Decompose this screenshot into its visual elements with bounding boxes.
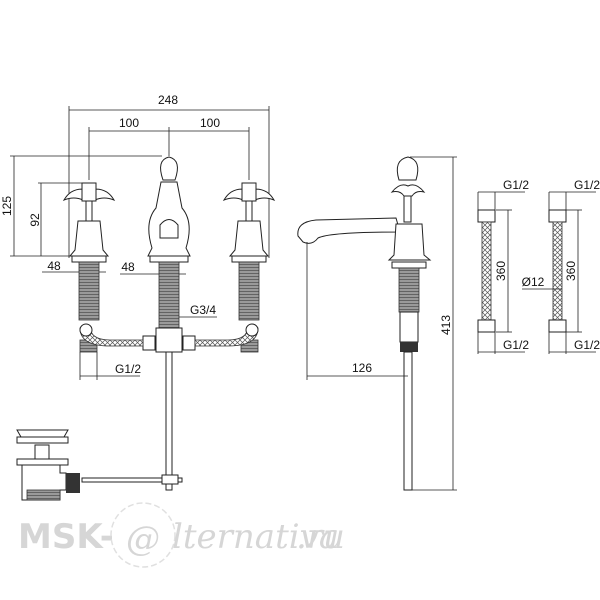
- dimension-92: 92: [28, 182, 82, 256]
- hose-diameter-label: Ø12: [522, 275, 545, 289]
- dim-label-413: 413: [439, 315, 453, 335]
- dimension-413: 413: [410, 156, 457, 491]
- watermark-name: lternativa: [172, 517, 339, 557]
- right-cross-handle-tap: [222, 182, 276, 353]
- hose-right-top-thread-label: G1/2: [574, 178, 600, 192]
- pop-up-rod: [81, 351, 183, 491]
- center-spout-body: [142, 156, 196, 353]
- dimension-125: 125: [0, 155, 162, 257]
- dim-label-48-left: 48: [47, 259, 61, 273]
- dim-label-48-center: 48: [121, 260, 135, 274]
- dim-label-92: 92: [28, 213, 42, 227]
- hose-left-length-label: 360: [494, 261, 508, 281]
- dim-label-g1-2: G1/2: [115, 362, 141, 376]
- front-view: 248 100 100 125 92 48 48 G3/4 G1: [0, 93, 276, 501]
- watermark-prefix: MSK-: [18, 517, 114, 557]
- hose-left-bottom-thread-label: G1/2: [503, 338, 529, 352]
- connection-hoses: [79, 323, 259, 347]
- dim-label-126: 126: [352, 361, 372, 375]
- dim-label-100-right: 100: [200, 116, 220, 130]
- watermark-logo: MSK- @ lternativa .ru: [18, 502, 345, 568]
- hose-right-length-label: 360: [564, 261, 578, 281]
- dim-label-248: 248: [158, 93, 178, 107]
- side-view: 413 126: [297, 156, 457, 491]
- dim-label-g3-4: G3/4: [190, 303, 216, 317]
- hose-right-bottom-thread-label: G1/2: [574, 338, 600, 352]
- watermark-tld: .ru: [296, 517, 345, 557]
- dim-label-125: 125: [0, 196, 14, 216]
- flexible-hose-right: G1/2 360 Ø12 G1/2: [522, 178, 600, 354]
- watermark-at: @: [126, 519, 160, 559]
- dimension-126: 126: [306, 242, 408, 380]
- pop-up-waste: [16, 429, 80, 501]
- dimension-100-pair: 100 100: [88, 116, 250, 180]
- left-cross-handle-tap: [62, 182, 116, 353]
- dim-label-100-left: 100: [119, 116, 139, 130]
- hose-left-top-thread-label: G1/2: [503, 178, 529, 192]
- dimension-248: 248: [68, 93, 270, 258]
- flexible-hose-left: G1/2 360 G1/2: [477, 178, 529, 354]
